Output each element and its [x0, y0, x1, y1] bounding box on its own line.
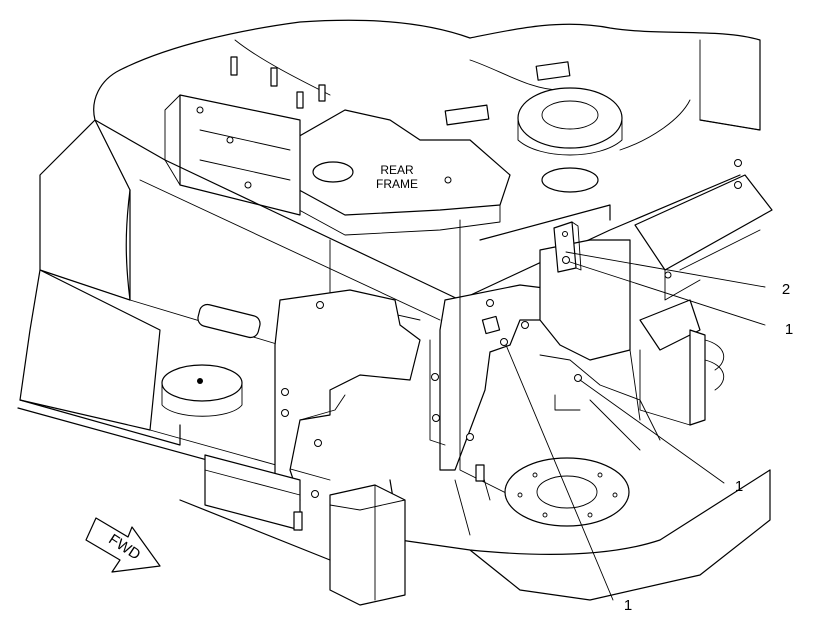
callout-2: 2	[782, 281, 790, 298]
callout-1-upper: 1	[785, 321, 793, 338]
leader-line-1-bottom	[505, 344, 614, 601]
long-rail	[129, 159, 741, 346]
left-lower-plate	[274, 289, 421, 501]
leader-line-1-upper	[569, 261, 766, 326]
lower-hub	[389, 457, 771, 601]
rear-frame-label-line1: REAR	[380, 163, 414, 177]
frame-top-outline	[93, 19, 761, 161]
top-slots	[230, 56, 623, 193]
lock-block	[553, 221, 582, 273]
left-inner-bracket	[164, 94, 301, 216]
lower-left-block	[204, 454, 303, 531]
leader-lines	[505, 251, 766, 601]
leader-line-2	[565, 251, 766, 288]
leader-line-1-middle	[579, 379, 725, 484]
left-round-pad	[161, 303, 261, 417]
right-pad	[639, 299, 725, 426]
callout-1-bottom: 1	[624, 597, 632, 614]
callout-1-middle: 1	[735, 478, 743, 495]
front-block	[179, 484, 406, 606]
lower-right-frame	[539, 354, 661, 451]
rear-frame-label-line2: FRAME	[376, 177, 418, 191]
fwd-arrow-icon: FWD	[85, 517, 161, 573]
right-side-rail	[634, 159, 773, 301]
